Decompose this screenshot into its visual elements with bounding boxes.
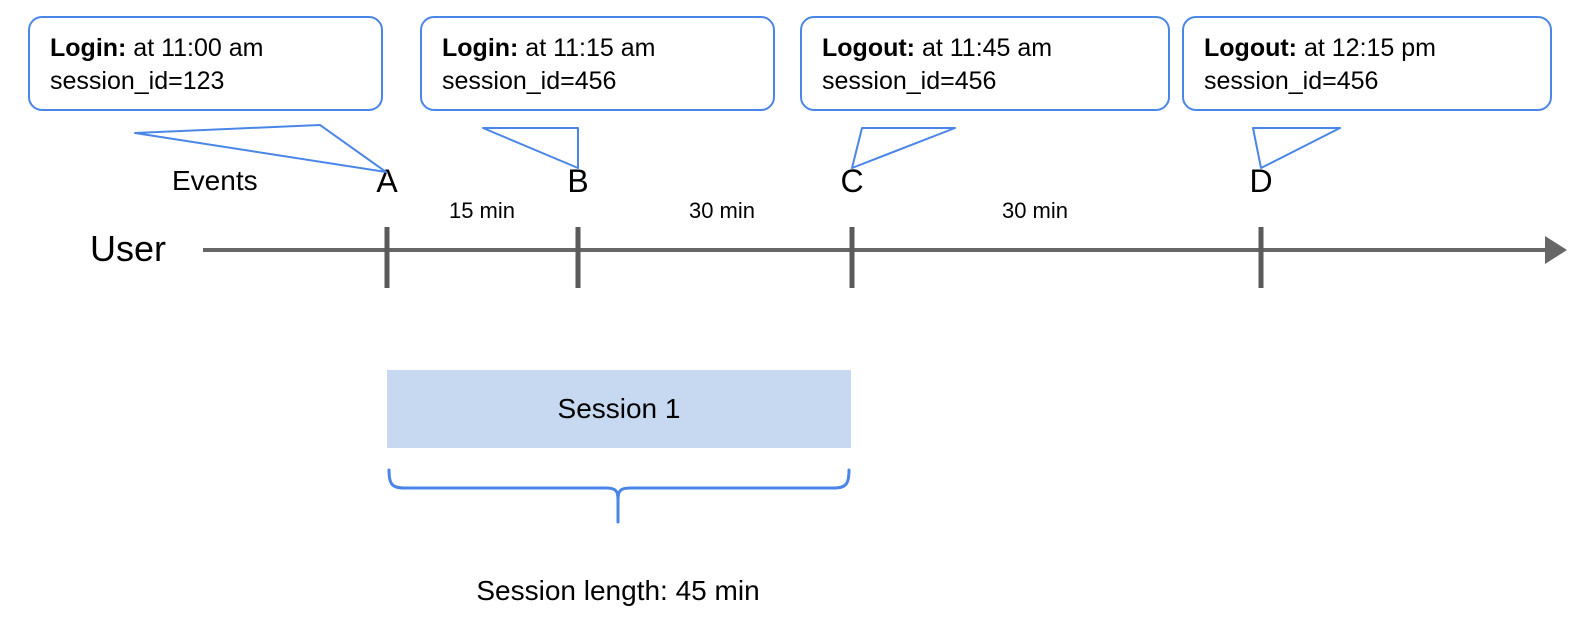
callout-tail-d — [1252, 127, 1341, 169]
callout-d-line1: Logout: at 12:15 pm — [1204, 32, 1532, 65]
session-length-caption: Session length: 45 min — [476, 575, 760, 606]
callout-b: Login: at 11:15 am session_id=456 — [420, 16, 775, 111]
callout-a: Login: at 11:00 am session_id=123 — [28, 16, 383, 111]
callout-d-detail: session_id=456 — [1204, 67, 1379, 96]
callout-d: Logout: at 12:15 pm session_id=456 — [1182, 16, 1552, 111]
marker-letter-d: D — [1249, 163, 1273, 199]
events-row-label: Events — [172, 165, 258, 196]
callout-a-time: at 11:00 am — [126, 34, 264, 62]
callout-b-detail: session_id=456 — [442, 67, 617, 96]
callout-tail-c — [851, 127, 956, 169]
callout-c-line1: Logout: at 11:45 am — [822, 32, 1150, 65]
callout-a-line1: Login: at 11:00 am — [50, 32, 363, 65]
callout-tail-a — [134, 124, 387, 173]
callout-d-time: at 12:15 pm — [1297, 34, 1436, 62]
callout-c-time: at 11:45 am — [915, 34, 1053, 62]
callout-b-line1: Login: at 11:15 am — [442, 32, 755, 65]
callout-tail-b — [482, 127, 579, 169]
callout-c-detail: session_id=456 — [822, 67, 997, 96]
session-bar: Session 1 — [387, 370, 851, 448]
user-row-label: User — [90, 228, 167, 269]
interval-label-bc: 30 min — [688, 198, 756, 223]
interval-label-ab: 15 min — [448, 198, 516, 223]
axis-arrowhead-icon — [1545, 236, 1567, 264]
callout-a-detail: session_id=123 — [50, 67, 225, 96]
callout-c-lead: Logout: — [822, 34, 916, 62]
callout-a-lead: Login: — [50, 34, 127, 62]
marker-letter-c: C — [840, 163, 864, 199]
callout-b-lead: Login: — [442, 34, 519, 62]
callout-b-time: at 11:15 am — [518, 34, 656, 62]
session-bar-label: Session 1 — [557, 393, 681, 424]
interval-label-cd: 30 min — [1001, 198, 1069, 223]
callout-d-lead: Logout: — [1204, 34, 1298, 62]
marker-letter-b: B — [567, 163, 589, 199]
callout-c: Logout: at 11:45 am session_id=456 — [800, 16, 1170, 111]
